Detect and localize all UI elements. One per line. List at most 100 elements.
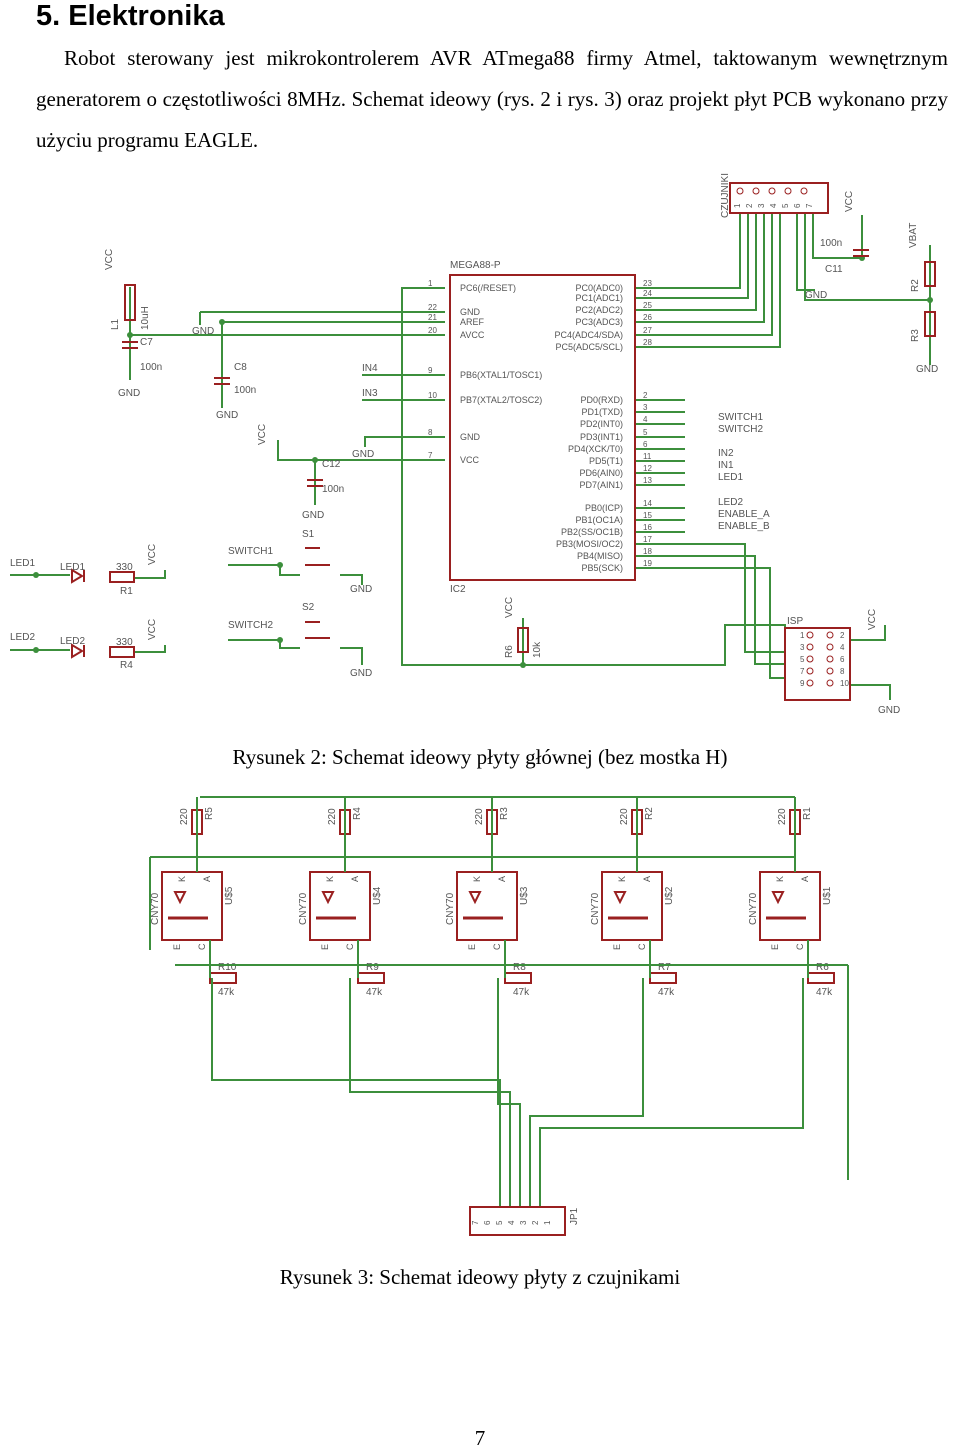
pin-k: K: [177, 876, 187, 882]
led1-net-right: LED1: [718, 472, 743, 483]
led1-label: LED1: [60, 562, 85, 573]
section-title: 5. Elektronika: [36, 0, 225, 32]
figure3-caption: Rysunek 3: Schemat ideowy płyty z czujni…: [279, 1265, 681, 1289]
r-bot-label: R7: [658, 962, 671, 973]
jp1-pin: 3: [519, 1220, 528, 1225]
r-bot-value: 47k: [366, 987, 383, 998]
mcu-pin-name: PC1(ADC1): [575, 293, 623, 303]
sensor-body: [309, 871, 371, 941]
resistor-bottom: [504, 972, 532, 984]
isp-pin-pad: [806, 631, 814, 639]
mcu-pin-name: PB3(MOSI/OC2): [556, 539, 623, 549]
vbat-label: VBAT: [908, 223, 919, 248]
r-top-value: 220: [179, 808, 190, 825]
mcu-pin-num: 25: [643, 301, 652, 310]
l1-value: 10uH: [140, 306, 151, 330]
mcu-pin-num: 26: [643, 313, 652, 322]
r6-value: 10k: [532, 641, 543, 658]
czujniki-pin: 5: [781, 203, 790, 208]
sensor-type: CNY70: [150, 892, 161, 925]
mcu-pin-name: PD6(AIN0): [579, 468, 623, 478]
mcu-pin-num: 6: [643, 440, 648, 449]
gnd-label-2: GND: [192, 326, 214, 337]
mcu-pin-name: PC2(ADC2): [575, 305, 623, 315]
sensor-led-icon: [321, 891, 335, 905]
r-bot-value: 47k: [513, 987, 530, 998]
r-top-label: R3: [499, 807, 510, 820]
mcu-pin-name: PD5(T1): [589, 456, 623, 466]
gnd-label-7: GND: [350, 668, 372, 679]
isp-pin: 1: [800, 631, 805, 640]
isp-pin-pad: [826, 643, 834, 651]
r4-label: R4: [120, 660, 133, 671]
switch1-net: SWITCH1: [228, 546, 273, 557]
mcu-pin-name: PB4(MISO): [577, 551, 623, 561]
mcu-pin-num: 9: [428, 366, 433, 375]
sensor-led-icon: [173, 891, 187, 905]
mcu-pin-num: 14: [643, 499, 652, 508]
c12-value: 100n: [322, 484, 344, 495]
vcc-label-1: VCC: [104, 249, 115, 270]
r1-value: 330: [116, 562, 133, 573]
switch2-net: SWITCH2: [228, 620, 273, 631]
l1-label: L1: [110, 318, 121, 330]
mcu-pin-name: PB0(ICP): [585, 503, 623, 513]
vcc-label-7: VCC: [867, 609, 878, 630]
r-bot-value: 47k: [658, 987, 675, 998]
isp-pin: 10: [840, 679, 849, 688]
sensor-ref: U$2: [664, 886, 675, 905]
gnd-label-1: GND: [118, 388, 140, 399]
pin-e: E: [172, 944, 182, 950]
resistor-bottom: [649, 972, 677, 984]
led2-label: LED2: [60, 636, 85, 647]
mcu-pin-name: PD3(INT1): [580, 432, 623, 442]
pin-c: C: [197, 943, 207, 950]
isp-pin-pad: [826, 679, 834, 687]
mcu-pin-num: 8: [428, 428, 433, 437]
r2-label: R2: [910, 279, 921, 292]
pin-a: A: [642, 876, 652, 882]
sensor-led-icon: [771, 891, 785, 905]
isp-pin-pad: [826, 631, 834, 639]
r-bot-value: 47k: [218, 987, 235, 998]
mcu-pin-num: 27: [643, 326, 652, 335]
mcu-pin-num: 28: [643, 338, 652, 347]
pin-a: A: [497, 876, 507, 882]
sensor-body: [759, 871, 821, 941]
isp-pin: 5: [800, 655, 805, 664]
mcu-pin-name: PD7(AIN1): [579, 480, 623, 490]
mcu-pin-name: PB7(XTAL2/TOSC2): [460, 395, 542, 405]
pin-e: E: [467, 944, 477, 950]
mcu-pin-num: 22: [428, 303, 437, 312]
mcu-pin-num: 12: [643, 464, 652, 473]
mcu-pin-num: 3: [643, 403, 648, 412]
c8-label: C8: [234, 362, 247, 373]
figure2-caption: Rysunek 2: Schemat ideowy płyty głównej …: [232, 745, 728, 769]
mcu-pin-num: 10: [428, 391, 437, 400]
mcu-pin-num: 23: [643, 279, 652, 288]
mcu-pin-name: PB6(XTAL1/TOSC1): [460, 370, 542, 380]
mcu-pin-num: 17: [643, 535, 652, 544]
c11-label: C11: [825, 264, 843, 275]
mcu-pin-name: PC4(ADC4/SDA): [554, 330, 623, 340]
mcu-pin-num: 15: [643, 511, 652, 520]
led2-net-left: LED2: [10, 632, 35, 643]
c7-value: 100n: [140, 362, 162, 373]
czujniki-pin: 3: [757, 203, 766, 208]
mcu-pin-num: 18: [643, 547, 652, 556]
mcu-pin-num: 16: [643, 523, 652, 532]
mcu-pin-name: PD4(XCK/T0): [568, 444, 623, 454]
r-top-label: R4: [352, 807, 363, 820]
bus-wire: [497, 978, 521, 1207]
sensor-body: [456, 871, 518, 941]
isp-pin: 4: [840, 643, 845, 652]
r-top-label: R1: [802, 807, 813, 820]
mcu-pin-name: PC6(/RESET): [460, 283, 516, 293]
bus-wire: [349, 978, 511, 1207]
pin-a: A: [202, 876, 212, 882]
enable-a-net: ENABLE_A: [718, 509, 770, 520]
vcc-label-4: VCC: [147, 619, 158, 640]
